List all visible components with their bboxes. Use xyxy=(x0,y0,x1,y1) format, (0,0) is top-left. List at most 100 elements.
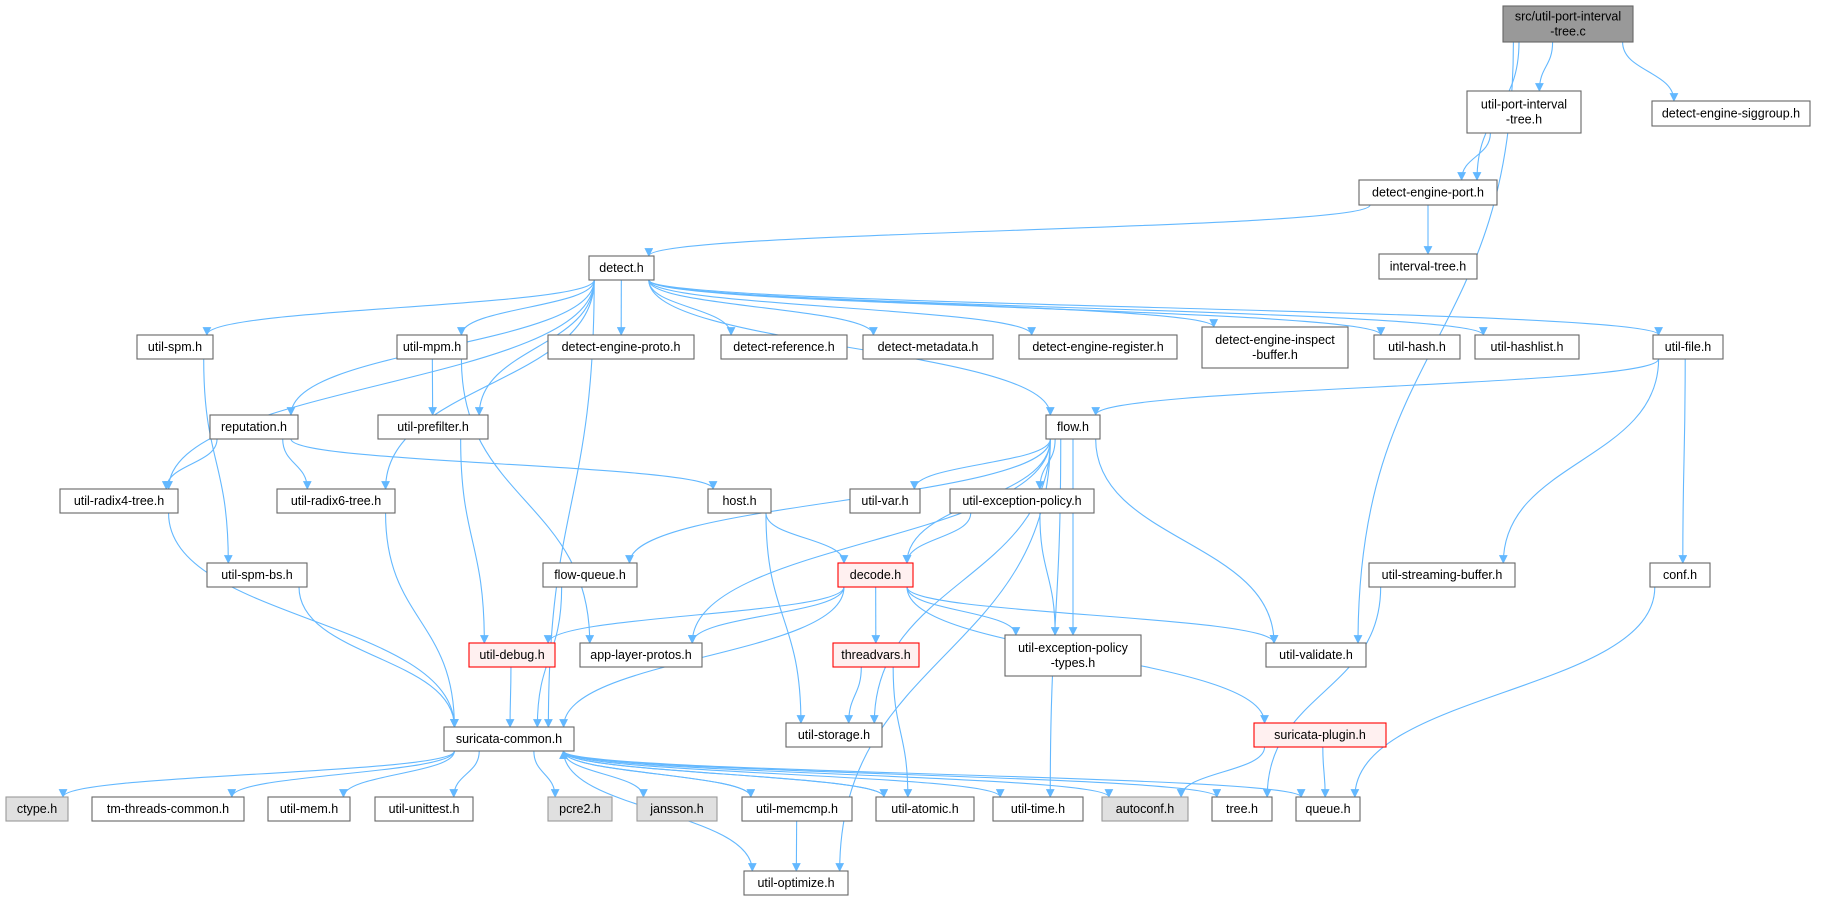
node-box xyxy=(377,414,489,440)
node-queue-h[interactable]: queue.h xyxy=(1295,796,1361,822)
edge-sc-to-uut xyxy=(449,750,480,798)
node-util-var-h[interactable]: util-var.h xyxy=(849,488,921,514)
edge-splug-to-autoconf xyxy=(1176,746,1266,798)
node-tree-h[interactable]: tree.h xyxy=(1211,796,1273,822)
edge-detect-to-flow xyxy=(648,279,1055,416)
node-tm-threads-common-h[interactable]: tm-threads-common.h xyxy=(91,796,245,822)
node-label: util-storage.h xyxy=(798,728,870,742)
node-suricata-common-h[interactable]: suricata-common.h xyxy=(443,726,575,752)
node-label: util-hash.h xyxy=(1388,340,1446,354)
node-label: suricata-plugin.h xyxy=(1274,728,1366,742)
node-util-prefilter-h[interactable]: util-prefilter.h xyxy=(377,414,489,440)
node-box xyxy=(1004,634,1142,677)
node-util-radix6-tree-h[interactable]: util-radix6-tree.h xyxy=(276,488,396,514)
node-label: util-spm-bs.h xyxy=(221,568,293,582)
node-box xyxy=(1466,90,1582,134)
node-util-debug-h[interactable]: util-debug.h xyxy=(468,642,556,668)
node-label: tm-threads-common.h xyxy=(107,802,229,816)
node-pcre2-h[interactable]: pcre2.h xyxy=(547,796,613,822)
node-suricata-plugin-h[interactable]: suricata-plugin.h xyxy=(1253,722,1387,748)
edge-root-to-upit_h xyxy=(1535,41,1554,92)
node-interval-tree-h[interactable]: interval-tree.h xyxy=(1378,253,1478,280)
edge-detect-to-dref xyxy=(648,279,736,336)
node-box xyxy=(949,488,1095,514)
edge-flow-to-alp xyxy=(687,438,1051,644)
node-util-streaming-buffer-h[interactable]: util-streaming-buffer.h xyxy=(1368,562,1516,588)
node-app-layer-protos-h[interactable]: app-layer-protos.h xyxy=(579,642,703,668)
node-label: util-file.h xyxy=(1665,340,1712,354)
node-ctype-h[interactable]: ctype.h xyxy=(5,796,69,822)
node-util-optimize-h[interactable]: util-optimize.h xyxy=(743,870,849,896)
node-host-h[interactable]: host.h xyxy=(707,488,772,514)
node-label: interval-tree.h xyxy=(1390,260,1466,274)
node-label: threadvars.h xyxy=(841,648,911,662)
node-label: util-optimize.h xyxy=(757,876,834,890)
node-util-spm-h[interactable]: util-spm.h xyxy=(136,334,214,360)
node-flow-h[interactable]: flow.h xyxy=(1045,414,1101,440)
node-util-exception-policy-h[interactable]: util-exception-policy.h xyxy=(949,488,1095,514)
edge-flow-to-fq xyxy=(625,438,1051,564)
node-label: src/util-port-interval xyxy=(1515,10,1621,24)
node-label: util-var.h xyxy=(861,494,908,508)
node-util-exception-policy-types-h[interactable]: util-exception-policy-types.h xyxy=(1004,634,1142,677)
node-jansson-h[interactable]: jansson.h xyxy=(636,796,718,822)
edge-sc-to-queue xyxy=(563,750,1306,798)
node-box xyxy=(849,488,921,514)
node-util-port-interval-tree-h[interactable]: util-port-interval-tree.h xyxy=(1466,90,1582,134)
node-util-mpm-h[interactable]: util-mpm.h xyxy=(396,334,468,360)
node-box xyxy=(547,796,613,822)
node-box xyxy=(1045,414,1101,440)
node-util-memcmp-h[interactable]: util-memcmp.h xyxy=(741,796,853,822)
node-util-unittest-h[interactable]: util-unittest.h xyxy=(374,796,474,822)
node-label: decode.h xyxy=(850,568,901,582)
node-box xyxy=(1378,253,1478,280)
node-box xyxy=(992,796,1084,822)
edge-detect-to-radix4 xyxy=(164,279,595,490)
node-label: util-prefilter.h xyxy=(397,420,469,434)
node-util-time-h[interactable]: util-time.h xyxy=(992,796,1084,822)
node-util-storage-h[interactable]: util-storage.h xyxy=(785,722,883,748)
node-box xyxy=(443,726,575,752)
node-detect-engine-siggroup-h[interactable]: detect-engine-siggroup.h xyxy=(1651,100,1811,127)
node-util-spm-bs-h[interactable]: util-spm-bs.h xyxy=(206,562,308,588)
node-box xyxy=(832,642,920,668)
node-flow-queue-h[interactable]: flow-queue.h xyxy=(542,562,638,588)
edge-uexc-to-uexct xyxy=(1039,512,1060,636)
node-util-radix4-tree-h[interactable]: util-radix4-tree.h xyxy=(59,488,179,514)
node-label: util-radix4-tree.h xyxy=(74,494,164,508)
node-label: detect-engine-register.h xyxy=(1032,340,1163,354)
node-src-util-port-interval-tree-c[interactable]: src/util-port-interval-tree.c xyxy=(1502,5,1634,43)
node-detect-reference-h[interactable]: detect-reference.h xyxy=(720,334,848,360)
node-autoconf-h[interactable]: autoconf.h xyxy=(1101,796,1189,822)
node-decode-h[interactable]: decode.h xyxy=(837,562,914,588)
node-detect-metadata-h[interactable]: detect-metadata.h xyxy=(862,334,994,360)
edge-detect-to-mpm xyxy=(457,279,595,336)
node-reputation-h[interactable]: reputation.h xyxy=(209,414,299,440)
node-util-hashlist-h[interactable]: util-hashlist.h xyxy=(1474,334,1580,360)
node-detect-h[interactable]: detect.h xyxy=(588,255,655,281)
node-detect-engine-inspect-buffer-h[interactable]: detect-engine-inspect-buffer.h xyxy=(1201,326,1349,369)
edge-sc-to-autoconf xyxy=(563,750,1114,798)
node-util-atomic-h[interactable]: util-atomic.h xyxy=(875,796,975,822)
node-box xyxy=(276,488,396,514)
node-detect-engine-proto-h[interactable]: detect-engine-proto.h xyxy=(547,334,695,360)
node-util-file-h[interactable]: util-file.h xyxy=(1652,334,1724,360)
node-conf-h[interactable]: conf.h xyxy=(1649,562,1711,588)
node-detect-engine-port-h[interactable]: detect-engine-port.h xyxy=(1358,179,1498,206)
edge-prefilter-to-udebug xyxy=(460,438,489,644)
edge-usb-to-tree xyxy=(1262,586,1382,798)
node-label: util-mem.h xyxy=(280,802,338,816)
node-threadvars-h[interactable]: threadvars.h xyxy=(832,642,920,668)
edge-rep-to-radix4 xyxy=(161,438,218,490)
node-detect-engine-register-h[interactable]: detect-engine-register.h xyxy=(1018,334,1178,360)
node-util-validate-h[interactable]: util-validate.h xyxy=(1265,642,1367,668)
node-util-hash-h[interactable]: util-hash.h xyxy=(1373,334,1461,360)
node-box xyxy=(374,796,474,822)
edge-splug-to-queue xyxy=(1320,746,1330,798)
edge-umemcmp-to-sc xyxy=(559,750,752,798)
node-box xyxy=(1651,100,1811,127)
node-util-mem-h[interactable]: util-mem.h xyxy=(267,796,351,822)
node-label: conf.h xyxy=(1663,568,1697,582)
edge-flow-to-uval xyxy=(1095,438,1279,644)
